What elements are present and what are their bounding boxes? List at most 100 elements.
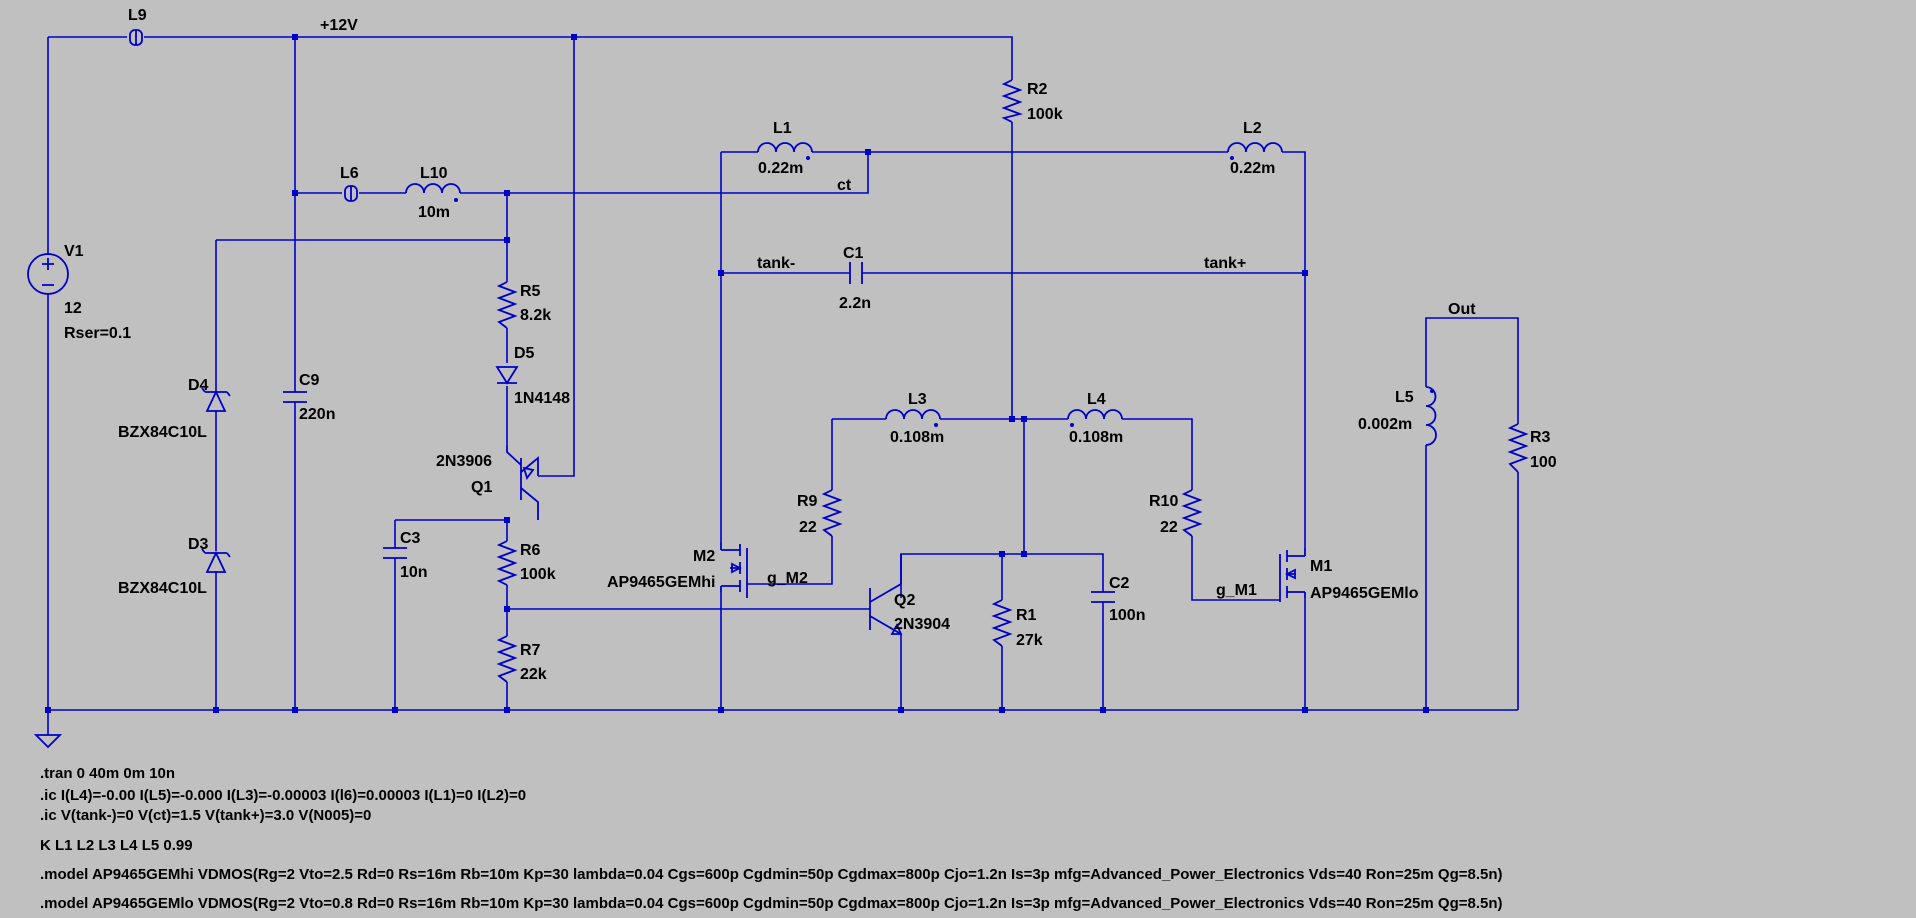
capacitor-c9[interactable] [283, 391, 307, 403]
zener-diode-d4[interactable] [201, 387, 231, 412]
directive-ic-currents: .ic I(L4)=-0.00 I(L5)=-0.000 I(L3)=-0.00… [40, 787, 526, 804]
value-q2: 2N3904 [894, 616, 950, 633]
ref-r6: R6 [520, 542, 541, 559]
resistor-r7[interactable] [496, 635, 518, 683]
net-label-tank-minus: tank- [757, 255, 795, 272]
value-m2: AP9465GEMhi [607, 574, 715, 591]
value-c1: 2.2n [839, 295, 871, 312]
ref-c3: C3 [400, 530, 421, 547]
value-q1: 2N3906 [436, 453, 492, 470]
resistor-r3[interactable] [1507, 423, 1529, 473]
junction-dots [45, 34, 1429, 713]
ref-q2: Q2 [894, 592, 915, 609]
capacitor-c1[interactable] [849, 262, 863, 284]
ref-l10: L10 [420, 165, 448, 182]
net-label-g-m2: g_M2 [767, 570, 808, 587]
mosfet-m1[interactable] [1279, 548, 1306, 602]
value-r2: 100k [1027, 106, 1063, 123]
value-m1: AP9465GEMlo [1310, 585, 1419, 602]
value-l3: 0.108m [890, 429, 944, 446]
inductor-l2[interactable] [1227, 142, 1283, 160]
value-l5: 0.002m [1358, 416, 1412, 433]
resistor-r9[interactable] [821, 489, 843, 537]
ref-r9: R9 [797, 493, 818, 510]
value-l2: 0.22m [1230, 160, 1275, 177]
value-r3: 100 [1530, 454, 1557, 471]
ref-l6: L6 [340, 165, 359, 182]
inductor-l3[interactable] [885, 409, 941, 427]
ref-c9: C9 [299, 372, 320, 389]
inductor-l4[interactable] [1067, 409, 1123, 427]
ref-l3: L3 [908, 391, 927, 408]
ref-c1: C1 [843, 245, 864, 262]
ref-r7: R7 [520, 642, 541, 659]
value-v1: 12 [64, 300, 82, 317]
transistor-q2[interactable] [869, 554, 903, 635]
ref-l9: L9 [128, 7, 147, 24]
labels: +12V ct tank- tank+ Out g_M2 g_M1 L9 V1 … [64, 7, 1557, 683]
capacitor-c2[interactable] [1091, 591, 1115, 603]
ref-l2: L2 [1243, 120, 1262, 137]
directive-ic-voltages: .ic V(tank-)=0 V(ct)=1.5 V(tank+)=3.0 V(… [40, 807, 371, 824]
value-c9: 220n [299, 406, 335, 423]
ref-r2: R2 [1027, 81, 1048, 98]
net-label-vcc: +12V [320, 17, 358, 34]
value-r7: 22k [520, 666, 547, 683]
diode-d5[interactable] [495, 366, 519, 385]
ref-r5: R5 [520, 283, 541, 300]
wires [47, 36, 1519, 735]
inductor-l5[interactable] [1425, 386, 1437, 446]
zener-diode-d3[interactable] [201, 548, 231, 573]
resistor-r2[interactable] [1001, 79, 1024, 123]
ref-d4: D4 [188, 377, 209, 394]
extra-v1: Rser=0.1 [64, 325, 131, 342]
ref-q1: Q1 [471, 479, 492, 496]
value-l1: 0.22m [758, 160, 803, 177]
ref-m2: M2 [693, 548, 715, 565]
ref-v1: V1 [64, 243, 84, 260]
net-label-ct: ct [837, 177, 852, 194]
ref-l4: L4 [1087, 391, 1106, 408]
resistor-r6[interactable] [496, 540, 518, 586]
ref-d5: D5 [514, 345, 535, 362]
directive-tran: .tran 0 40m 0m 10n [40, 765, 175, 782]
resistor-r10[interactable] [1181, 489, 1203, 537]
directive-model-hi: .model AP9465GEMhi VDMOS(Rg=2 Vto=2.5 Rd… [40, 866, 1503, 883]
ref-r3: R3 [1530, 429, 1551, 446]
ferrite-bead-l9[interactable] [129, 29, 143, 46]
value-l4: 0.108m [1069, 429, 1123, 446]
net-label-tank-plus: tank+ [1204, 255, 1246, 272]
transistor-q1[interactable] [506, 445, 539, 520]
resistor-r1[interactable] [991, 599, 1013, 647]
voltage-source-v1[interactable] [27, 253, 69, 295]
spice-directives[interactable]: .tran 0 40m 0m 10n .ic I(L4)=-0.00 I(L5)… [40, 765, 1503, 912]
value-r1: 27k [1016, 632, 1043, 649]
resistor-r5[interactable] [496, 281, 518, 329]
value-c3: 10n [400, 564, 428, 581]
value-c2: 100n [1109, 607, 1145, 624]
ground-symbol [33, 734, 63, 749]
value-r6: 100k [520, 566, 556, 583]
value-d3: BZX84C10L [118, 580, 207, 597]
value-d5: 1N4148 [514, 390, 570, 407]
ferrite-bead-l6[interactable] [344, 185, 358, 202]
ref-l1: L1 [773, 120, 792, 137]
value-l10: 10m [418, 204, 450, 221]
value-d4: BZX84C10L [118, 424, 207, 441]
directive-model-lo: .model AP9465GEMlo VDMOS(Rg=2 Vto=0.8 Rd… [40, 895, 1503, 912]
net-label-out: Out [1448, 301, 1476, 318]
directive-coupling: K L1 L2 L3 L4 L5 0.99 [40, 837, 193, 854]
mosfet-m2[interactable] [720, 542, 748, 598]
inductor-l10[interactable] [405, 183, 461, 202]
capacitor-c3[interactable] [383, 547, 407, 559]
value-r9: 22 [799, 519, 817, 536]
ref-c2: C2 [1109, 575, 1130, 592]
ref-r1: R1 [1016, 607, 1037, 624]
ref-l5: L5 [1395, 389, 1414, 406]
ref-d3: D3 [188, 536, 209, 553]
ref-r10: R10 [1149, 493, 1178, 510]
ref-m1: M1 [1310, 558, 1332, 575]
net-label-g-m1: g_M1 [1216, 582, 1257, 599]
inductor-l1[interactable] [757, 142, 813, 160]
